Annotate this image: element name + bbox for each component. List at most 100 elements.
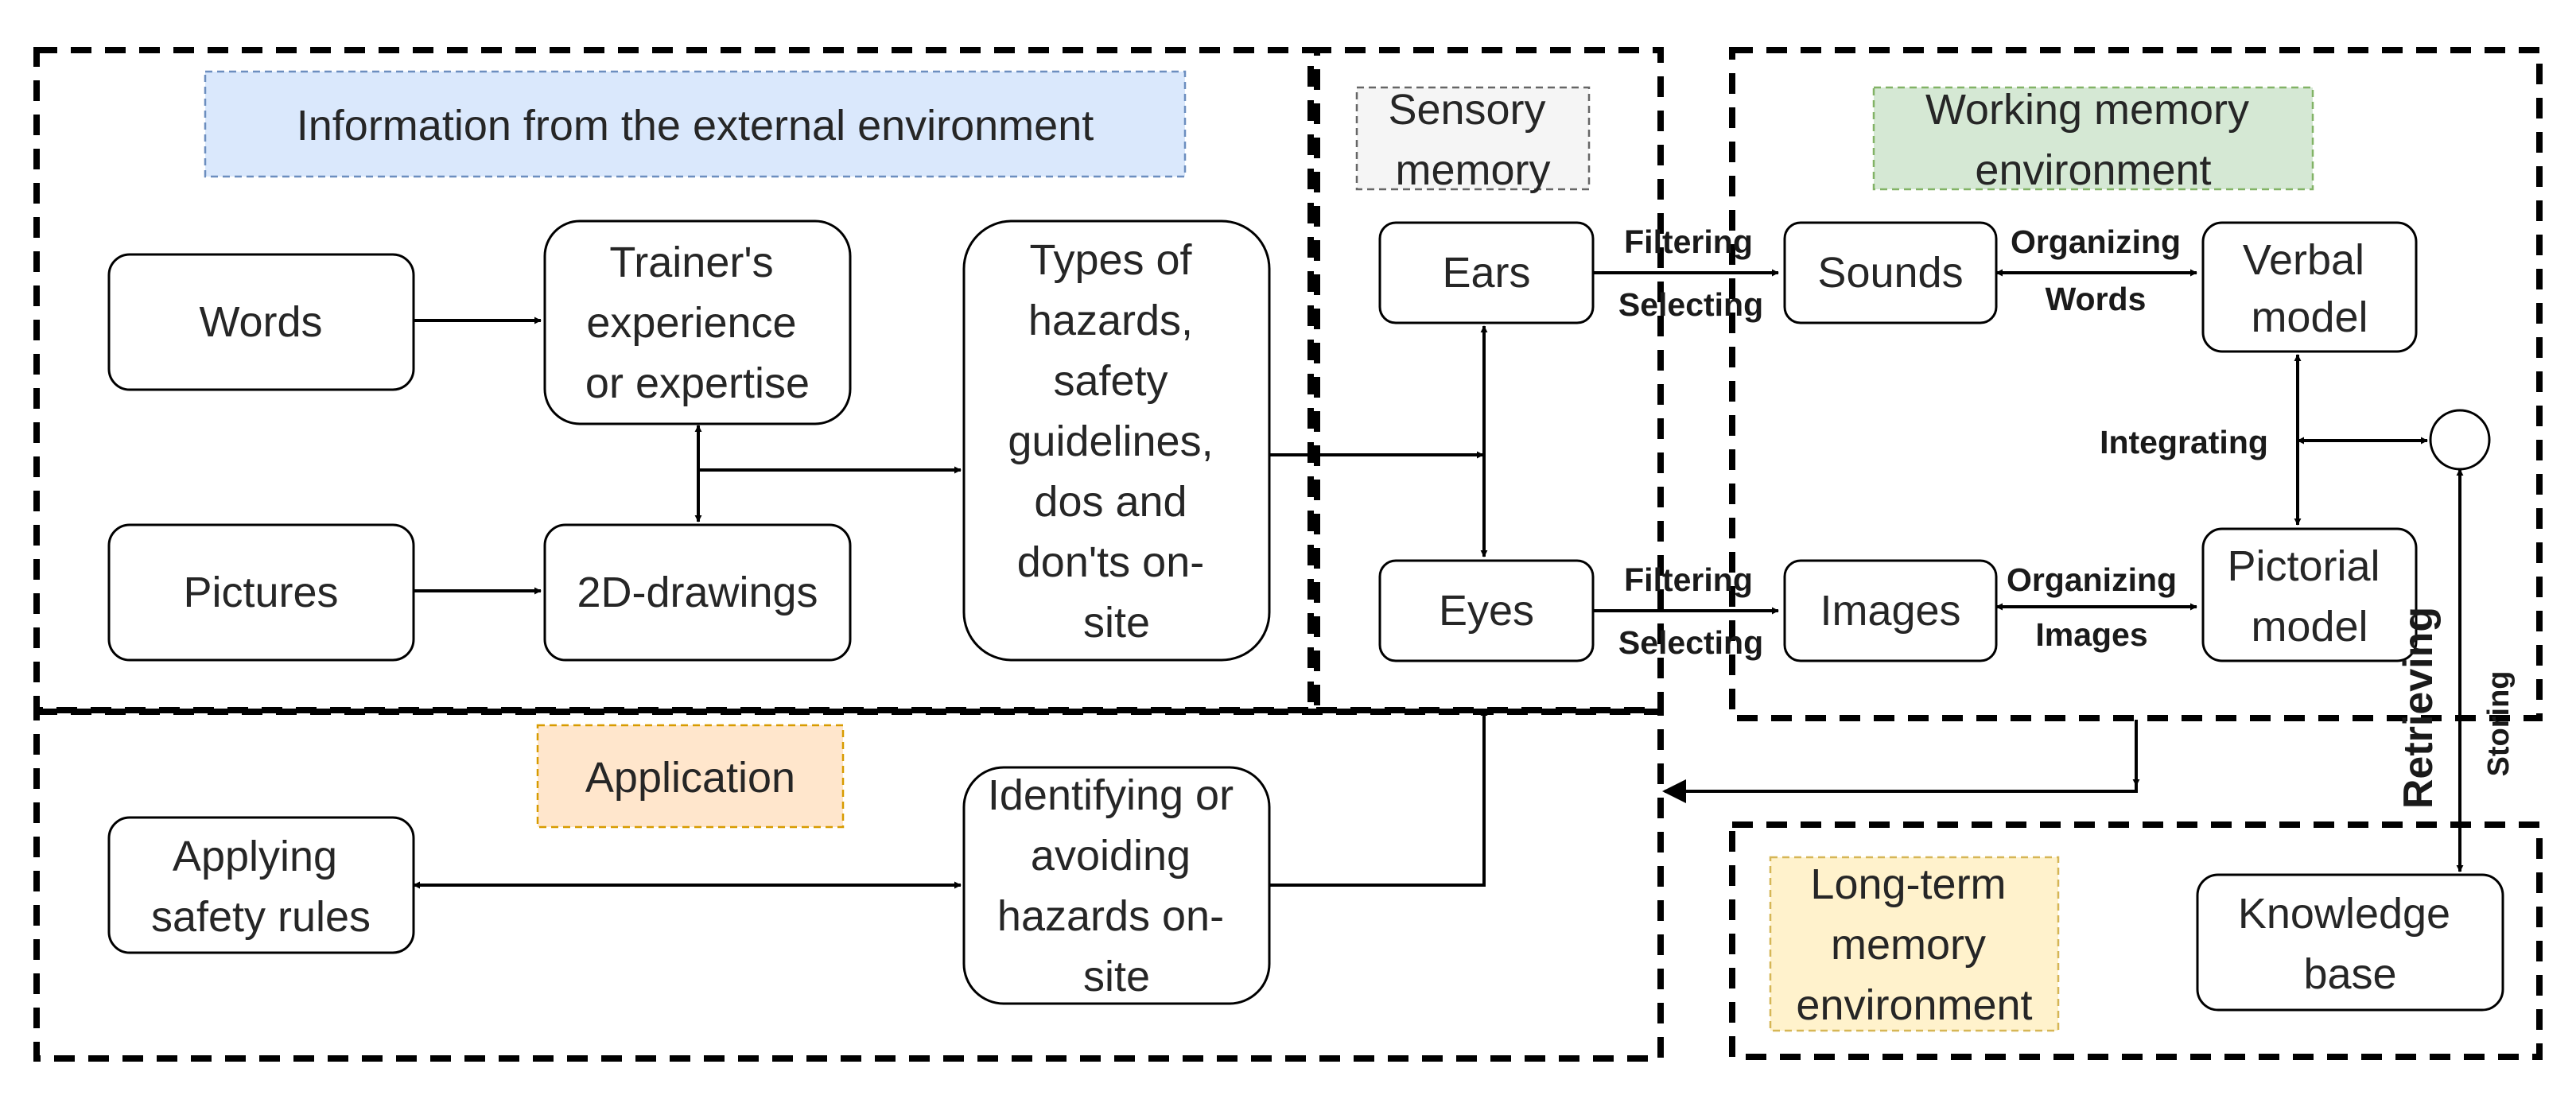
node-identifying-hazards-line: Identifying or: [988, 771, 1234, 819]
long-term-memory-label-bg: [1769, 856, 2060, 1032]
node-eyes: Eyes: [1378, 559, 1595, 662]
external-environment-label-bg: [204, 70, 1187, 178]
node-applying-safety-rules-line: safety rules: [151, 893, 371, 941]
svg-text:Sounds: Sounds: [1817, 249, 1963, 297]
working-memory-label: Working memory environment: [1872, 86, 2314, 194]
node-hazard-types-line: don'ts on-: [1017, 538, 1204, 586]
node-sounds: Sounds: [1783, 221, 1998, 324]
arrow-working-to-external: [1662, 720, 2138, 803]
node-trainer-experience-line: Trainer's: [609, 239, 773, 286]
node-hazard-types-line: dos and: [1034, 478, 1187, 526]
node-pictures-box: [107, 523, 415, 662]
node-words-box: [107, 253, 415, 391]
node-images: Images: [1783, 559, 1998, 662]
edge-labels: Filtering Selecting Filtering Selecting …: [1618, 223, 2516, 809]
svg-text:Long-term memory e: Long-term memory environment: [1796, 860, 2032, 1029]
svg-text:Ears: Ears: [1442, 249, 1530, 297]
node-knowledge-base: Knowledge base: [2196, 873, 2504, 1012]
application-label: Application: [536, 724, 845, 829]
node-hazard-types-line: Types of: [1029, 236, 1192, 284]
node-verbal-model: Verbal model: [2201, 221, 2418, 353]
long-term-memory-label-line: environment: [1796, 981, 2032, 1029]
node-2d-drawings: 2D-drawings: [543, 523, 852, 662]
working-memory-region: [1729, 47, 2543, 721]
svg-text:Information from the external: Information from the external environmen…: [297, 102, 1094, 150]
node-images-box: [1783, 559, 1998, 662]
svg-text:Sensory memory: Sensory memory: [1388, 86, 1557, 194]
node-knowledge-base-line: base: [2303, 950, 2396, 998]
node-sounds-text: Sounds: [1817, 249, 1963, 297]
edge-label-integrating: Integrating: [2100, 424, 2268, 460]
edge-label-retrieving: Retrieving: [2395, 607, 2442, 809]
node-words: Words: [107, 253, 415, 391]
long-term-memory-region: [1729, 821, 2543, 1060]
connectors: [413, 269, 2464, 889]
node-2d-drawings-text: 2D-drawings: [577, 569, 818, 616]
node-applying-safety-rules: Applying safety rules: [107, 816, 415, 954]
long-term-memory-label-line: memory: [1831, 921, 1986, 969]
edge-label-filtering-top: Filtering: [1624, 223, 1753, 260]
node-pictorial-model: Pictorial model: [2201, 527, 2418, 662]
svg-text:Words: Words: [199, 298, 322, 346]
svg-text:Pictures: Pictures: [183, 569, 338, 616]
working-memory-label-line: Working memory: [1925, 86, 2249, 134]
node-knowledge-base-box: [2196, 873, 2504, 1012]
edge-label-filtering-bottom: Filtering: [1624, 561, 1753, 598]
svg-text:Working memory environme: Working memory environment: [1925, 86, 2261, 194]
node-ears-box: [1378, 221, 1595, 324]
node-identifying-hazards-box: [962, 766, 1271, 1005]
node-trainer-experience-line: or expertise: [585, 359, 810, 407]
node-knowledge-base-line: Knowledge: [2238, 890, 2450, 938]
node-pictorial-model-line: model: [2251, 603, 2368, 651]
edge-label-organizing-bottom: Organizing: [2007, 561, 2177, 598]
node-trainer-experience-box: [543, 219, 852, 425]
svg-text:Eyes: Eyes: [1439, 587, 1534, 635]
node-pictures-text: Pictures: [183, 569, 338, 616]
node-trainer-experience-line: experience: [586, 299, 796, 347]
node-hazard-types-line: site: [1083, 599, 1150, 647]
region-borders: [33, 47, 2543, 1062]
svg-text:Pictorial model: Pictorial model: [2227, 542, 2391, 651]
node-ears: Ears: [1378, 221, 1595, 324]
integration-circle: [2429, 409, 2491, 471]
node-ears-text: Ears: [1442, 249, 1530, 297]
node-sounds-box: [1783, 221, 1998, 324]
node-eyes-text: Eyes: [1439, 587, 1534, 635]
node-hazard-types-box: [962, 219, 1271, 662]
sensory-memory-label-line: memory: [1395, 146, 1550, 194]
svg-text:Applying safety rules: Applying safety rules: [151, 833, 371, 941]
external-environment-label: Information from the external environmen…: [204, 70, 1187, 178]
node-pictures: Pictures: [107, 523, 415, 662]
sensory-memory-label-line: Sensory: [1388, 86, 1545, 134]
edge-label-organizing-words: Words: [2046, 281, 2147, 317]
svg-text:Identifying or avoiding: Identifying or avoiding hazards on- site: [988, 771, 1245, 1000]
node-eyes-box: [1378, 559, 1595, 662]
sensory-memory-label: Sensory memory: [1355, 86, 1591, 194]
node-applying-safety-rules-box: [107, 816, 415, 954]
sensory-memory-region: [1307, 47, 1664, 713]
working-memory-label-bg: [1872, 86, 2314, 191]
svg-text:2D-drawings: 2D-drawings: [577, 569, 818, 616]
node-identifying-hazards: Identifying or avoiding hazards on- site: [962, 766, 1271, 1005]
node-words-text: Words: [199, 298, 322, 346]
svg-text:Types of hazards,: Types of hazards, safety guidelines, dos…: [1008, 236, 1225, 647]
node-verbal-model-line: Verbal: [2243, 236, 2364, 284]
arrow-identifying-to-eyes: [1269, 709, 1488, 887]
edge-label-selecting-bottom: Selecting: [1618, 624, 1763, 661]
node-hazard-types-line: safety: [1053, 357, 1168, 405]
svg-text:Application: Application: [585, 754, 795, 802]
node-images-text: Images: [1820, 587, 1960, 635]
node-hazard-types-line: hazards,: [1028, 297, 1193, 344]
node-identifying-hazards-line: site: [1083, 953, 1150, 1000]
node-hazard-types: Types of hazards, safety guidelines, dos…: [962, 219, 1271, 662]
svg-text:Images: Images: [1820, 587, 1960, 635]
application-label-text: Application: [585, 754, 795, 802]
long-term-memory-label-line: Long-term: [1810, 860, 2006, 908]
node-applying-safety-rules-line: Applying: [173, 833, 337, 880]
external-environment-region: [33, 47, 1320, 713]
node-pictorial-model-box: [2201, 527, 2418, 662]
node-verbal-model-box: [2201, 221, 2418, 353]
node-identifying-hazards-line: avoiding: [1031, 832, 1191, 880]
node-hazard-types-line: guidelines,: [1008, 418, 1213, 465]
